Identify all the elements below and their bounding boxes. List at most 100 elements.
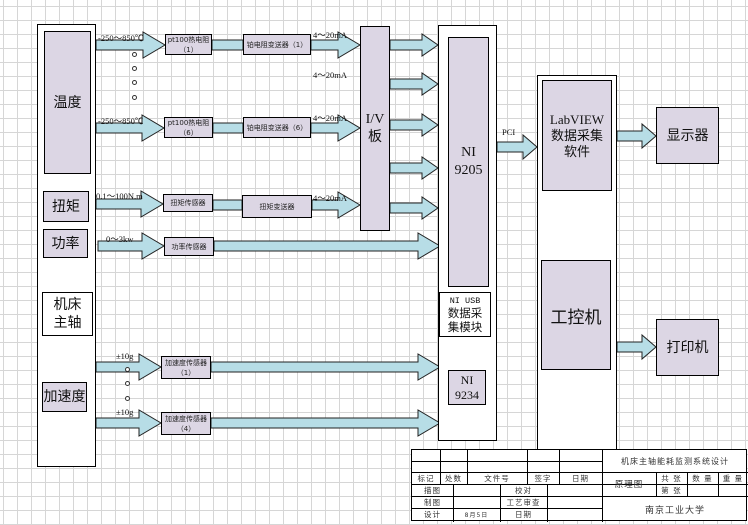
iv-board-label: I/V 板 xyxy=(365,111,385,145)
arrow-power-to-sensor xyxy=(97,232,165,260)
industrial-pc-label: 工控机 xyxy=(550,307,602,328)
power-label: 功率 xyxy=(51,235,80,252)
temperature-label: 温度 xyxy=(53,94,82,111)
pt100-sensor-6: pt100热电阻（6） xyxy=(164,117,213,138)
arrow-iv-to-ni9205-1 xyxy=(389,33,439,57)
torque-transmitter-label: 扭矩变送器 xyxy=(259,202,295,211)
arrow-accel4-to-sensor xyxy=(95,409,162,437)
arrow-torque-to-sensor xyxy=(95,190,164,218)
spindle-label: 机床 主轴 xyxy=(53,297,82,331)
rtd-transmitter-1-label: 铂电阻变送器（1） xyxy=(246,40,308,49)
spindle-box: 机床 主轴 xyxy=(42,292,93,336)
ellipsis-dot xyxy=(125,381,130,386)
pt100-sensor-1-label: pt100热电阻（1） xyxy=(167,35,210,54)
temp-range-label-6: -250～850℃ xyxy=(98,116,144,126)
display-box: 显示器 xyxy=(656,107,719,164)
ellipsis-dot xyxy=(132,52,137,57)
arrow-iv-to-ni9205-4 xyxy=(389,156,439,180)
power-sensor: 功率传感器 xyxy=(164,237,214,256)
tb-header-docno: 文件号 xyxy=(484,473,510,483)
temperature-box: 温度 xyxy=(44,31,91,174)
ni9234-label: NI 9234 xyxy=(455,372,479,402)
torque-sensor: 扭矩传感器 xyxy=(163,194,213,212)
ellipsis-dot xyxy=(132,66,137,71)
tb-weight: 重 量 xyxy=(722,473,744,483)
labview-label: LabVIEW 数据采集 软件 xyxy=(549,111,605,159)
ni9205-label: NI 9205 xyxy=(454,145,483,178)
accel-sensor-1-label: 加速度传感器（1） xyxy=(165,358,207,377)
tb-design-value: 8月5日 xyxy=(464,512,489,519)
tb-header-count: 处数 xyxy=(445,473,462,483)
arrow-to-printer xyxy=(616,333,657,361)
power-box: 功率 xyxy=(43,229,88,258)
ni9205-module: NI 9205 xyxy=(448,37,489,287)
accel-sensor-4: 加速度传感器（4） xyxy=(161,412,211,435)
arrow-iv-to-ni9205-2 xyxy=(389,72,439,96)
industrial-pc: 工控机 xyxy=(541,260,611,370)
power-range-label: 0～3kw xyxy=(106,234,134,244)
tb-project-title: 机床主轴能耗监测系统设计 xyxy=(621,456,729,466)
current-label-mid: 4～20mA xyxy=(313,70,348,80)
usb-daq-label-box: NI USB 数据采 集模块 xyxy=(439,292,491,337)
iv-board: I/V 板 xyxy=(360,26,390,231)
usb-daq-subtitle: 数据采 集模块 xyxy=(447,305,483,334)
torque-sensor-label: 扭矩传感器 xyxy=(170,199,206,207)
pt100-sensor-6-label: pt100热电阻（6） xyxy=(167,118,210,137)
ellipsis-dot xyxy=(132,80,137,85)
pt100-sensor-1: pt100热电阻（1） xyxy=(165,34,212,55)
tb-institution: 南京工业大学 xyxy=(644,505,705,516)
arrow-iv-to-ni9205-3 xyxy=(389,113,439,137)
ellipsis-dot xyxy=(125,367,130,372)
tb-header-date: 日期 xyxy=(572,473,589,483)
torque-box: 扭矩 xyxy=(43,191,89,222)
current-label-torque: 4～20mA xyxy=(313,193,348,203)
torque-label: 扭矩 xyxy=(52,198,80,215)
rtd-transmitter-1: 铂电阻变送器（1） xyxy=(243,34,311,55)
title-block: 标记 处数 文件号 签字 日期 描图 校对 制图 工艺审查 设计 8月5日 日期… xyxy=(411,449,748,522)
torque-range-label: 0.1～100N.m xyxy=(96,191,143,201)
current-label-1: 4～20mA xyxy=(313,30,348,40)
tb-draw: 制图 xyxy=(424,497,441,507)
arrow-temp6-to-pt100 xyxy=(95,114,165,142)
usb-daq-title: NI USB xyxy=(449,295,481,306)
rtd-transmitter-6-label: 铂电阻变送器（6） xyxy=(246,123,308,132)
arrow-rtd6-to-iv xyxy=(310,114,361,142)
labview-software: LabVIEW 数据采集 软件 xyxy=(542,80,612,191)
ni9234-module: NI 9234 xyxy=(448,370,486,405)
tb-quantity: 数 量 xyxy=(692,473,713,483)
tb-check: 校对 xyxy=(515,485,532,495)
temp-range-label-1: -250～850℃ xyxy=(98,33,144,43)
arrow-temp1-to-pt100 xyxy=(95,31,166,59)
torque-transmitter: 扭矩变送器 xyxy=(242,195,312,218)
acceleration-label: 加速度 xyxy=(43,389,86,405)
arrow-power-to-daq xyxy=(213,232,441,260)
arrow-to-display xyxy=(616,122,657,150)
accel-range-label-4: ±10g xyxy=(116,407,134,417)
tb-header-sign: 签字 xyxy=(534,473,552,483)
arrow-rtd1-to-iv xyxy=(310,31,361,59)
accel-range-label-1: ±10g xyxy=(116,351,134,361)
arrow-accel1-to-daq xyxy=(210,353,441,381)
arrow-pt100-to-rtd6 xyxy=(212,122,244,134)
arrow-pci xyxy=(496,133,538,161)
tb-header-mark: 标记 xyxy=(417,473,435,483)
printer-label: 打印机 xyxy=(666,339,709,356)
acceleration-box: 加速度 xyxy=(42,382,87,412)
tb-date: 日期 xyxy=(515,510,532,519)
pci-label: PCI xyxy=(502,127,516,137)
display-label: 显示器 xyxy=(666,127,709,144)
arrow-pt100-to-rtd1 xyxy=(211,39,244,51)
arrow-iv-to-ni9205-5 xyxy=(389,196,439,220)
ellipsis-dot xyxy=(125,396,130,401)
tb-trace: 描图 xyxy=(424,485,441,495)
tb-process-review: 工艺审查 xyxy=(506,497,541,507)
tb-design: 设计 xyxy=(424,510,441,519)
arrow-accel4-to-daq xyxy=(210,409,441,437)
ellipsis-dot xyxy=(132,95,137,100)
arrow-torquetx-to-iv xyxy=(311,191,361,219)
accel-sensor-1: 加速度传感器（1） xyxy=(161,356,211,379)
printer-box: 打印机 xyxy=(656,319,719,376)
current-label-6: 4～20mA xyxy=(313,113,348,123)
arrow-torque-sensor-to-tx xyxy=(212,199,243,211)
